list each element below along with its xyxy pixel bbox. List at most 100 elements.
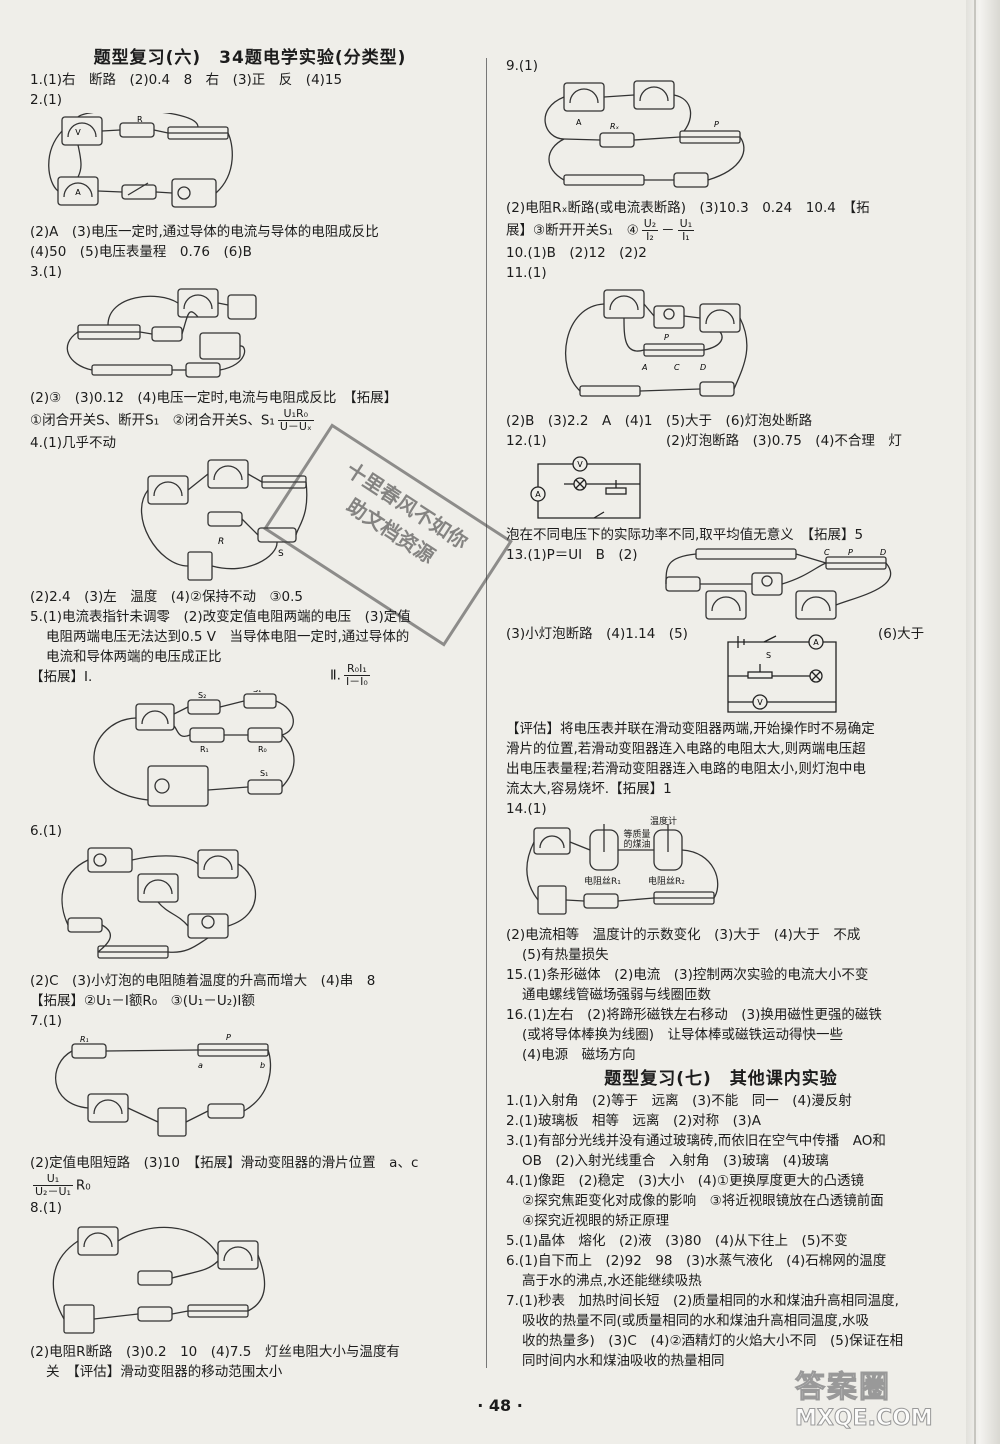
circuit-diagram-2: V A R [48, 113, 470, 219]
answer-text: (2)灯泡断路 (3)0.75 (4)不合理 灯 [666, 433, 902, 449]
answer-line: 4.(1)像距 (2)稳定 (3)大小 (4)①更换厚度更大的凸透镜 [506, 1173, 864, 1189]
answer-line: 14.(1) [506, 801, 547, 817]
svg-text:A: A [641, 363, 647, 372]
fraction-denominator: U₂－U₁ [35, 1185, 71, 1198]
svg-text:A: A [75, 188, 81, 197]
answer-line: 2.(1) [30, 92, 63, 108]
answer-text: 12.(1) [506, 433, 547, 449]
svg-text:Rₓ: Rₓ [610, 122, 620, 131]
svg-text:A: A [576, 118, 582, 127]
answer-line: (2)电阻Rₓ断路(或电流表断路) (3)10.3 0.24 10.4 【拓 [506, 200, 870, 216]
circuit-schematic-13: A V S [720, 632, 936, 716]
svg-text:V: V [577, 460, 583, 469]
svg-text:P: P [714, 120, 719, 129]
answer-line: (2)③ (3)0.12 (4)电压一定时,电流与电阻成反比 【拓展】 [30, 390, 398, 406]
circuit-schematic-12: V A [524, 454, 936, 522]
svg-text:D: D [880, 548, 886, 557]
answer-text: (3)小灯泡断路 (4)1.14 (5) [506, 626, 688, 642]
answer-line: (4)电源 磁场方向 [522, 1047, 636, 1063]
fraction-numerator: U₁ [677, 217, 695, 231]
answer-line: 通电螺线管磁场强弱与线圈匝数 [522, 987, 711, 1003]
answer-line: (2)2.4 (3)左 温度 (4)②保持不动 ③0.5 [30, 589, 304, 605]
answer-line: 5.(1)晶体 熔化 (2)液 (3)80 (4)从下往上 (5)不变 [506, 1233, 848, 1249]
answer-line: (2)B (3)2.2 A (4)1 (5)大于 (6)灯泡处断路 [506, 413, 813, 429]
answer-line: 10.(1)B (2)12 (2)2 [506, 245, 647, 261]
thermometer-label: 温度计 [650, 817, 678, 827]
circuit-diagram-8 [48, 1221, 470, 1339]
svg-text:A: A [813, 638, 819, 647]
answer-line: 电阻两端电压无法达到0.5 V 当导体电阻一定时,通过导体的 [46, 629, 410, 645]
answer-line: ④探究近视眼的矫正原理 [522, 1213, 670, 1229]
circuit-diagram-9: A Rₓ P [524, 79, 936, 195]
answer-line: (2)定值电阻短路 (3)10 【拓展】滑动变阻器的滑片位置 a、c [30, 1155, 419, 1171]
page-number: · 48 · [477, 1396, 523, 1415]
section-heading-seven: 题型复习(七) 其他课内实验 [604, 1069, 838, 1089]
answer-line: 1.(1)入射角 (2)等于 远离 (3)不能 同一 (4)漫反射 [506, 1093, 852, 1109]
answer-line: 吸收的热量不同(或质量相同的水和煤油升高相同温度,水吸 [522, 1313, 870, 1329]
svg-text:R₀: R₀ [258, 745, 267, 754]
kerosene-label: 等质量的煤油 [623, 830, 651, 850]
svg-text:V: V [757, 698, 763, 707]
svg-text:S₂: S₂ [198, 691, 206, 700]
svg-text:S: S [766, 651, 771, 660]
left-column: 题型复习(六) 34题电学实验(分类型) 1.(1)右 断路 (2)0.4 8 … [30, 48, 470, 1382]
resistor-wire-2-label: 电阻丝R₂ [648, 877, 685, 887]
svg-text:D: D [700, 363, 706, 372]
svg-text:R₁: R₁ [200, 745, 209, 754]
svg-text:P: P [848, 548, 853, 557]
answer-line: (4)50 (5)电压表量程 0.76 (6)B [30, 244, 252, 260]
answer-line: 15.(1)条形磁体 (2)电流 (3)控制两次实验的电流大小不变 [506, 967, 869, 983]
answer-line: (或将导体棒换为线圈) 让导体棒或磁铁运动得快一些 [522, 1027, 844, 1043]
answer-line: 4.(1)几乎不动 [30, 435, 117, 451]
svg-text:C: C [674, 363, 680, 372]
answer-line: ②探究焦距变化对成像的影响 ③将近视眼镜放在凸透镜前面 [522, 1193, 884, 1209]
svg-text:C: C [824, 548, 830, 557]
fraction-denominator: I－I₀ [345, 675, 368, 688]
heating-experiment-diagram-14: 温度计 等质量的煤油 电阻丝R₁ 电阻丝R₂ [524, 817, 936, 922]
answer-line: 3.(1) [30, 264, 63, 280]
answer-line: 5.(1)电流表指针未调零 (2)改变定值电阻两端的电压 (3)定值 [30, 609, 411, 625]
answer-line: (2)A (3)电压一定时,通过导体的电流与导体的电阻成反比 [30, 224, 379, 240]
svg-text:R: R [137, 115, 143, 124]
answer-text: 【拓展】Ⅰ. [30, 669, 93, 685]
answer-line: 出电压表量程;若滑动变阻器连入电路的电阻太小,则灯泡中电 [506, 761, 866, 777]
circuit-diagram-6 [48, 844, 470, 968]
answer-line: 6.(1) [30, 823, 63, 839]
answer-line: 9.(1) [506, 58, 539, 74]
circuit-diagram-3 [48, 285, 470, 385]
answer-line: 滑片的位置,若滑动变阻器连入电路的电阻太大,则两端电压超 [506, 741, 866, 757]
svg-text:S₁: S₁ [253, 690, 261, 694]
section-heading-six: 题型复习(六) 34题电学实验(分类型) [93, 48, 407, 68]
answer-line: 7.(1)秒表 加热时间长短 (2)质量相同的水和煤油升高相同温度, [506, 1293, 899, 1309]
answer-line: 11.(1) [506, 265, 547, 281]
circuit-diagram-4: R S [48, 456, 470, 584]
answer-text: 展】③断开开关S₁ ④ [506, 222, 639, 239]
svg-text:b: b [260, 1061, 265, 1070]
answer-line: 关 【评估】滑动变阻器的移动范围太小 [46, 1364, 283, 1380]
answer-line: (2)电流相等 温度计的示数变化 (3)大于 (4)大于 不成 [506, 927, 861, 943]
answer-line: 【拓展】②U₁－I额R₀ ③(U₁－U₂)I额 [30, 993, 255, 1009]
answer-line: (2)C (3)小灯泡的电阻随着温度的升高而增大 (4)串 8 [30, 973, 376, 989]
fraction-denominator: I₂ [646, 230, 654, 243]
svg-text:S: S [278, 549, 284, 559]
column-divider [486, 58, 487, 1368]
answer-line: 8.(1) [30, 1200, 63, 1216]
resistor-wire-1-label: 电阻丝R₁ [584, 877, 621, 887]
svg-text:S₁: S₁ [260, 769, 268, 778]
watermark-logo: 答案圈 [795, 1370, 891, 1406]
answer-line: (3)小灯泡断路 (4)1.14 (5) (6)大于 [506, 624, 936, 644]
svg-text:a: a [198, 1061, 203, 1070]
svg-text:V: V [75, 128, 81, 137]
answer-line: 3.(1)有部分光线并没有通过玻璃砖,而依旧在空气中传播 AO和 [506, 1133, 886, 1149]
